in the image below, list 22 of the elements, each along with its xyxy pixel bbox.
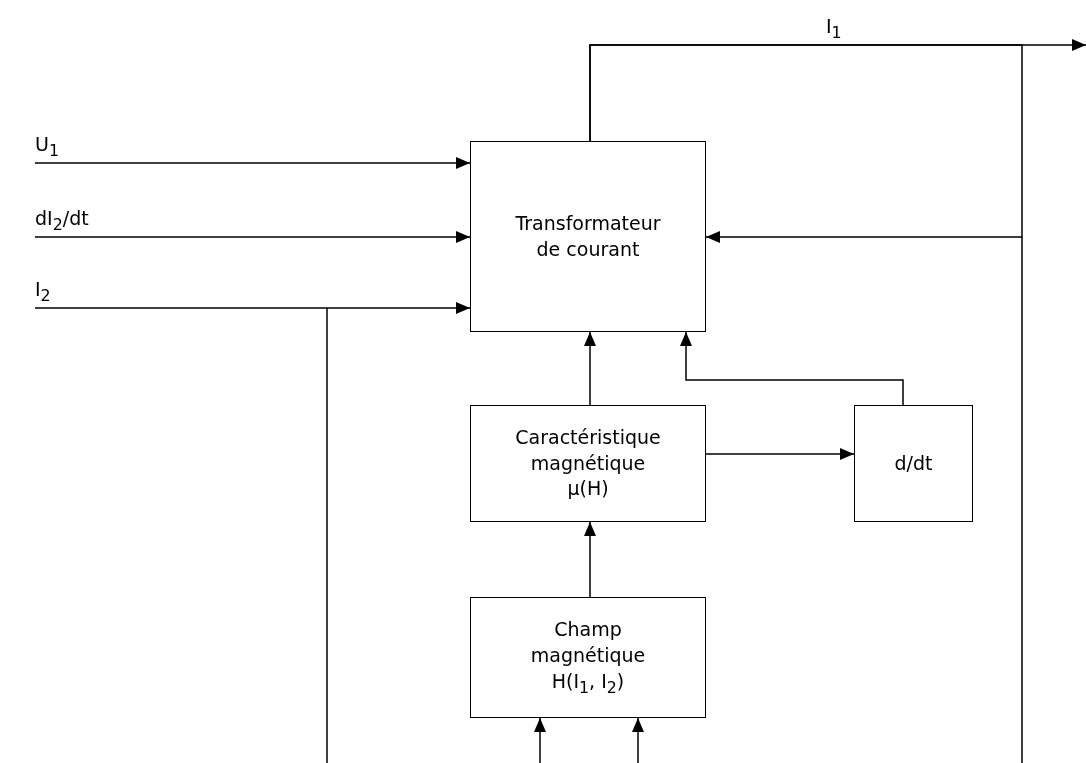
arrow: [632, 717, 644, 763]
arrow: [680, 331, 904, 406]
arrow: [534, 717, 546, 763]
arrow: [34, 231, 471, 243]
edge-label: dI$_{2}$/dt: [35, 207, 89, 234]
arrow: [589, 44, 1023, 243]
node-label: Caractéristique magnétique μ(H): [514, 425, 662, 502]
node-label: Champ magnétique H(I$_{1}$, I$_{2}$): [529, 617, 647, 699]
process-box: [470, 405, 706, 522]
edge-label: I$_{2}$: [35, 278, 51, 305]
edge-label: I$_{1}$: [826, 15, 842, 42]
node-label: d/dt: [893, 450, 934, 476]
arrow: [584, 331, 596, 406]
node-label: Transformateur de courant: [514, 210, 662, 262]
process-box: [854, 405, 973, 522]
process-box: [470, 597, 706, 718]
process-box: [470, 141, 706, 332]
arrow: [584, 521, 596, 598]
arrow: [34, 157, 471, 169]
arrow: [34, 302, 471, 314]
edge-label: U$_{1}$: [35, 133, 59, 160]
arrow: [705, 448, 855, 460]
